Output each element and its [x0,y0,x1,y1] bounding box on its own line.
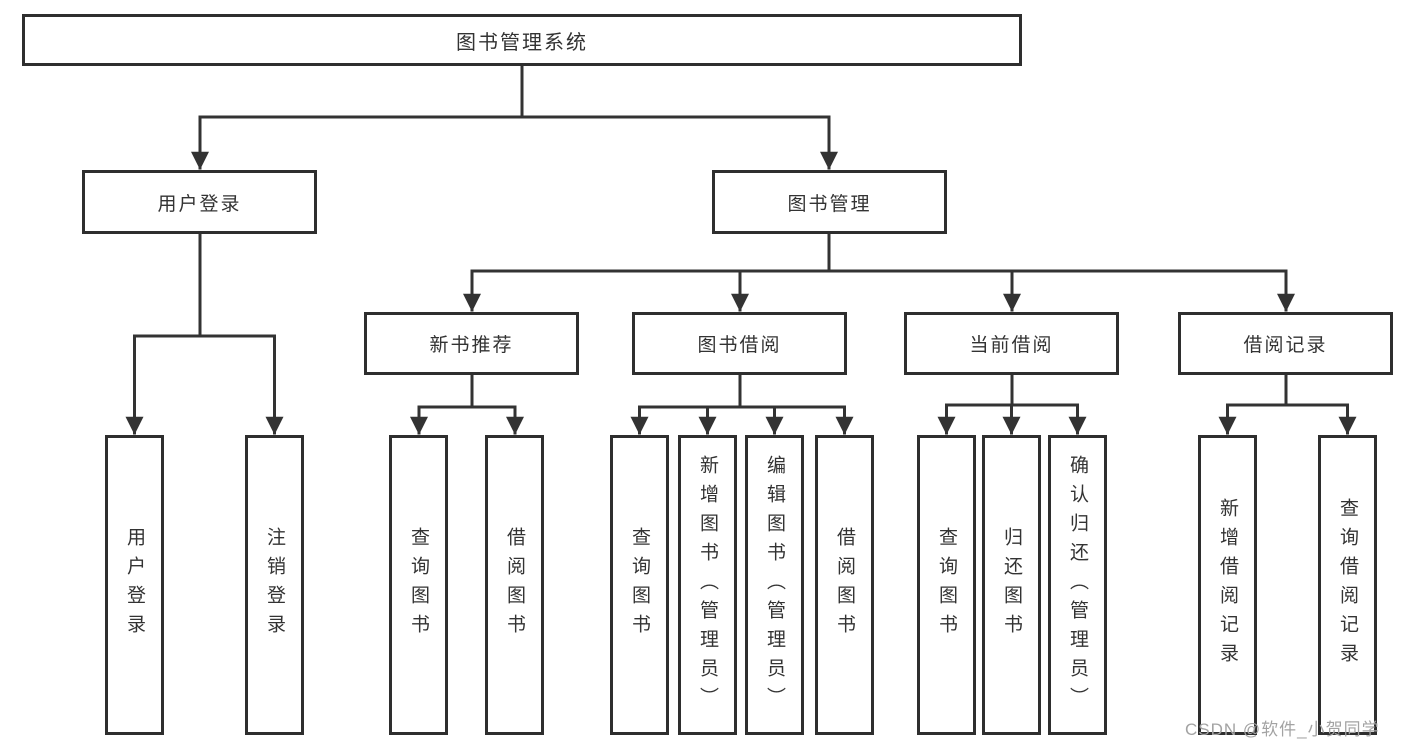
leaf-query-books-recommend: 查询图书 [389,435,448,735]
node-new-book-recommendation: 新书推荐 [364,312,579,375]
leaf-user-login: 用户登录 [105,435,164,735]
node-borrowing-records: 借阅记录 [1178,312,1393,375]
leaf-confirm-return-admin: 确认归还（管理员） [1048,435,1107,735]
leaf-borrow-books-recommend: 借阅图书 [485,435,544,735]
leaf-query-books-current: 查询图书 [917,435,976,735]
leaf-query-books-borrowing: 查询图书 [610,435,669,735]
leaf-borrow-books-borrowing: 借阅图书 [815,435,874,735]
watermark: CSDN @软件_小贺同学 [1185,720,1380,739]
leaf-return-books: 归还图书 [982,435,1041,735]
node-user-login: 用户登录 [82,170,317,234]
leaf-query-borrow-record: 查询借阅记录 [1318,435,1377,735]
node-current-borrowing: 当前借阅 [904,312,1119,375]
leaf-logout: 注销登录 [245,435,304,735]
node-book-borrowing: 图书借阅 [632,312,847,375]
node-library-management-system: 图书管理系统 [22,14,1022,66]
leaf-edit-books-admin: 编辑图书（管理员） [745,435,804,735]
leaf-add-books-admin: 新增图书（管理员） [678,435,737,735]
node-book-management: 图书管理 [712,170,947,234]
leaf-add-borrow-record: 新增借阅记录 [1198,435,1257,735]
